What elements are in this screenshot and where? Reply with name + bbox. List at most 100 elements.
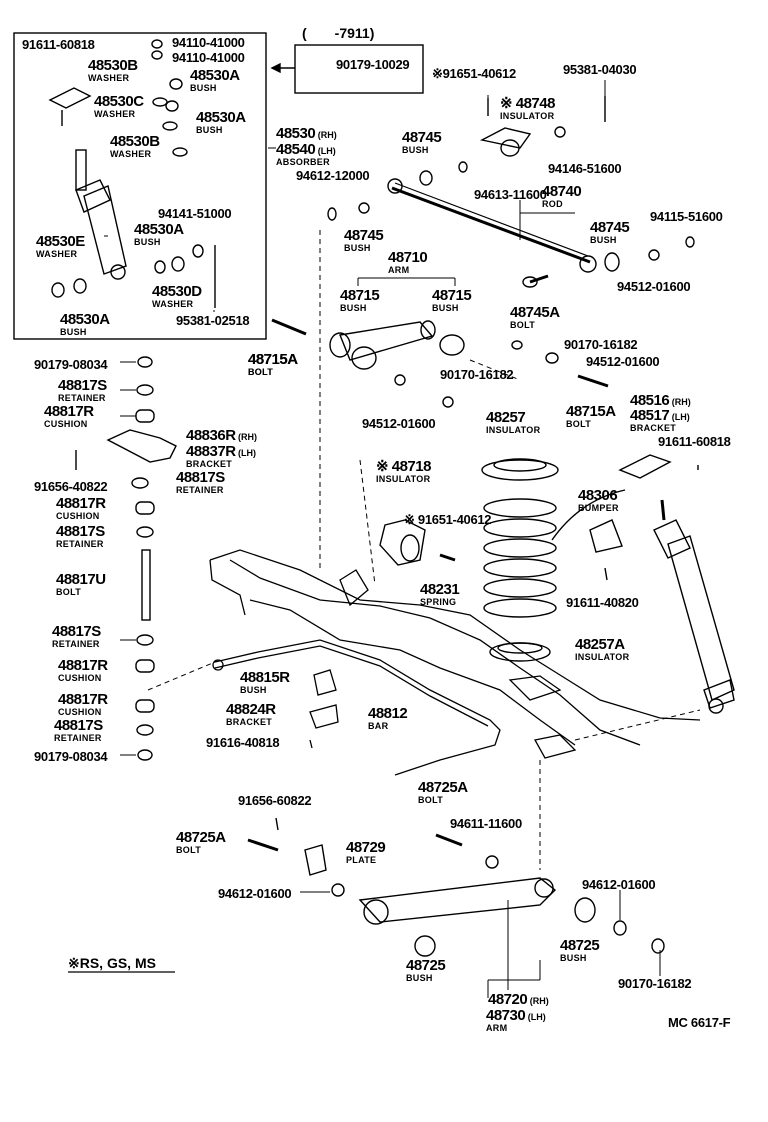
part-number: 48517 <box>630 407 670 424</box>
part-number: 48530 <box>276 125 316 142</box>
part-label: ※ 91651-40612 <box>404 512 492 528</box>
part-name: ABSORBER <box>276 157 330 167</box>
part-number: 94512-01600 <box>617 279 691 294</box>
part-number: ※91651-40612 <box>432 66 516 81</box>
part-name: CUSHION <box>56 511 100 521</box>
part-number: 48710 <box>388 249 428 266</box>
side-suffix: (LH) <box>235 448 257 458</box>
part-number: 48836R <box>186 427 236 444</box>
part-name: BRACKET <box>630 423 677 433</box>
cushion-stack <box>75 356 177 761</box>
part-number: 48231 <box>420 581 460 598</box>
part-label: 90179-10029 <box>336 57 410 73</box>
shock-absorber-small <box>48 39 216 308</box>
part-name: INSULATOR <box>500 111 555 121</box>
part-number: 48715 <box>432 287 472 304</box>
lower-arm <box>247 817 665 957</box>
part-number: 48530A <box>190 67 240 84</box>
part-name: BUSH <box>60 327 87 337</box>
part-number: 48530E <box>36 233 85 250</box>
part-label: 48837R (LH)BRACKET <box>186 444 256 469</box>
part-number: 94141-51000 <box>158 206 232 221</box>
part-name: BOLT <box>510 320 536 330</box>
part-name: BUSH <box>560 953 587 963</box>
shock-absorber-large <box>653 499 735 714</box>
part-label: 94613-11600 <box>474 187 547 203</box>
part-number: ※ 91651-40612 <box>404 512 492 527</box>
part-label: 48517 (LH)BRACKET <box>630 408 690 433</box>
part-name: INSULATOR <box>376 474 431 484</box>
part-name: WASHER <box>36 249 78 259</box>
part-number: 94611-11600 <box>450 816 522 831</box>
part-number: ※ 48718 <box>376 458 431 475</box>
side-suffix: (LH) <box>315 146 336 156</box>
part-label: 94612-01600 <box>582 877 656 893</box>
part-name: WASHER <box>94 109 136 119</box>
part-number: 48306 <box>578 487 618 504</box>
part-label: 48836R (RH) <box>186 428 257 444</box>
part-label: 90179-08034 <box>34 357 108 373</box>
part-name: RETAINER <box>54 733 102 743</box>
part-number: 48720 <box>488 991 528 1008</box>
part-number: 48745 <box>590 219 630 236</box>
part-number: 91616-40818 <box>206 735 280 750</box>
part-number: 48817R <box>58 657 108 674</box>
part-number: 95381-02518 <box>176 313 250 328</box>
part-name: BUSH <box>134 237 161 247</box>
part-number: 48812 <box>368 705 408 722</box>
drawing-code: MC 6617-F <box>668 1015 731 1030</box>
part-number: 48715 <box>340 287 380 304</box>
part-number: 48817S <box>52 623 101 640</box>
part-number: 48729 <box>346 839 386 856</box>
part-name: CUSHION <box>58 707 102 717</box>
part-number: 48837R <box>186 443 236 460</box>
part-name: BRACKET <box>186 459 233 469</box>
part-number: 91611-60818 <box>22 37 95 52</box>
part-number: 48715A <box>248 351 298 368</box>
part-label: 48720 (RH) <box>488 992 549 1008</box>
part-number: 94512-01600 <box>362 416 436 431</box>
part-number: 48540 <box>276 141 316 158</box>
part-name: WASHER <box>152 299 194 309</box>
part-label: 48540 (LH)ABSORBER <box>276 142 336 167</box>
part-number: 48815R <box>240 669 290 686</box>
part-number: 90170-16182 <box>564 337 638 352</box>
part-label: 48530 (RH) <box>276 126 337 142</box>
part-number: 94110-41000 <box>172 50 245 65</box>
part-name: BUSH <box>402 145 429 155</box>
part-number: 48817S <box>58 377 107 394</box>
part-label: 94115-51600 <box>650 209 723 225</box>
part-number: 94613-11600 <box>474 187 547 202</box>
part-number: 90170-16182 <box>618 976 692 991</box>
part-number: 94612-01600 <box>582 877 656 892</box>
part-label: 94141-51000 <box>158 206 232 222</box>
part-number: 48745A <box>510 304 560 321</box>
part-name: BUSH <box>190 83 217 93</box>
part-number: 48817R <box>58 691 108 708</box>
part-name: WASHER <box>110 149 152 159</box>
